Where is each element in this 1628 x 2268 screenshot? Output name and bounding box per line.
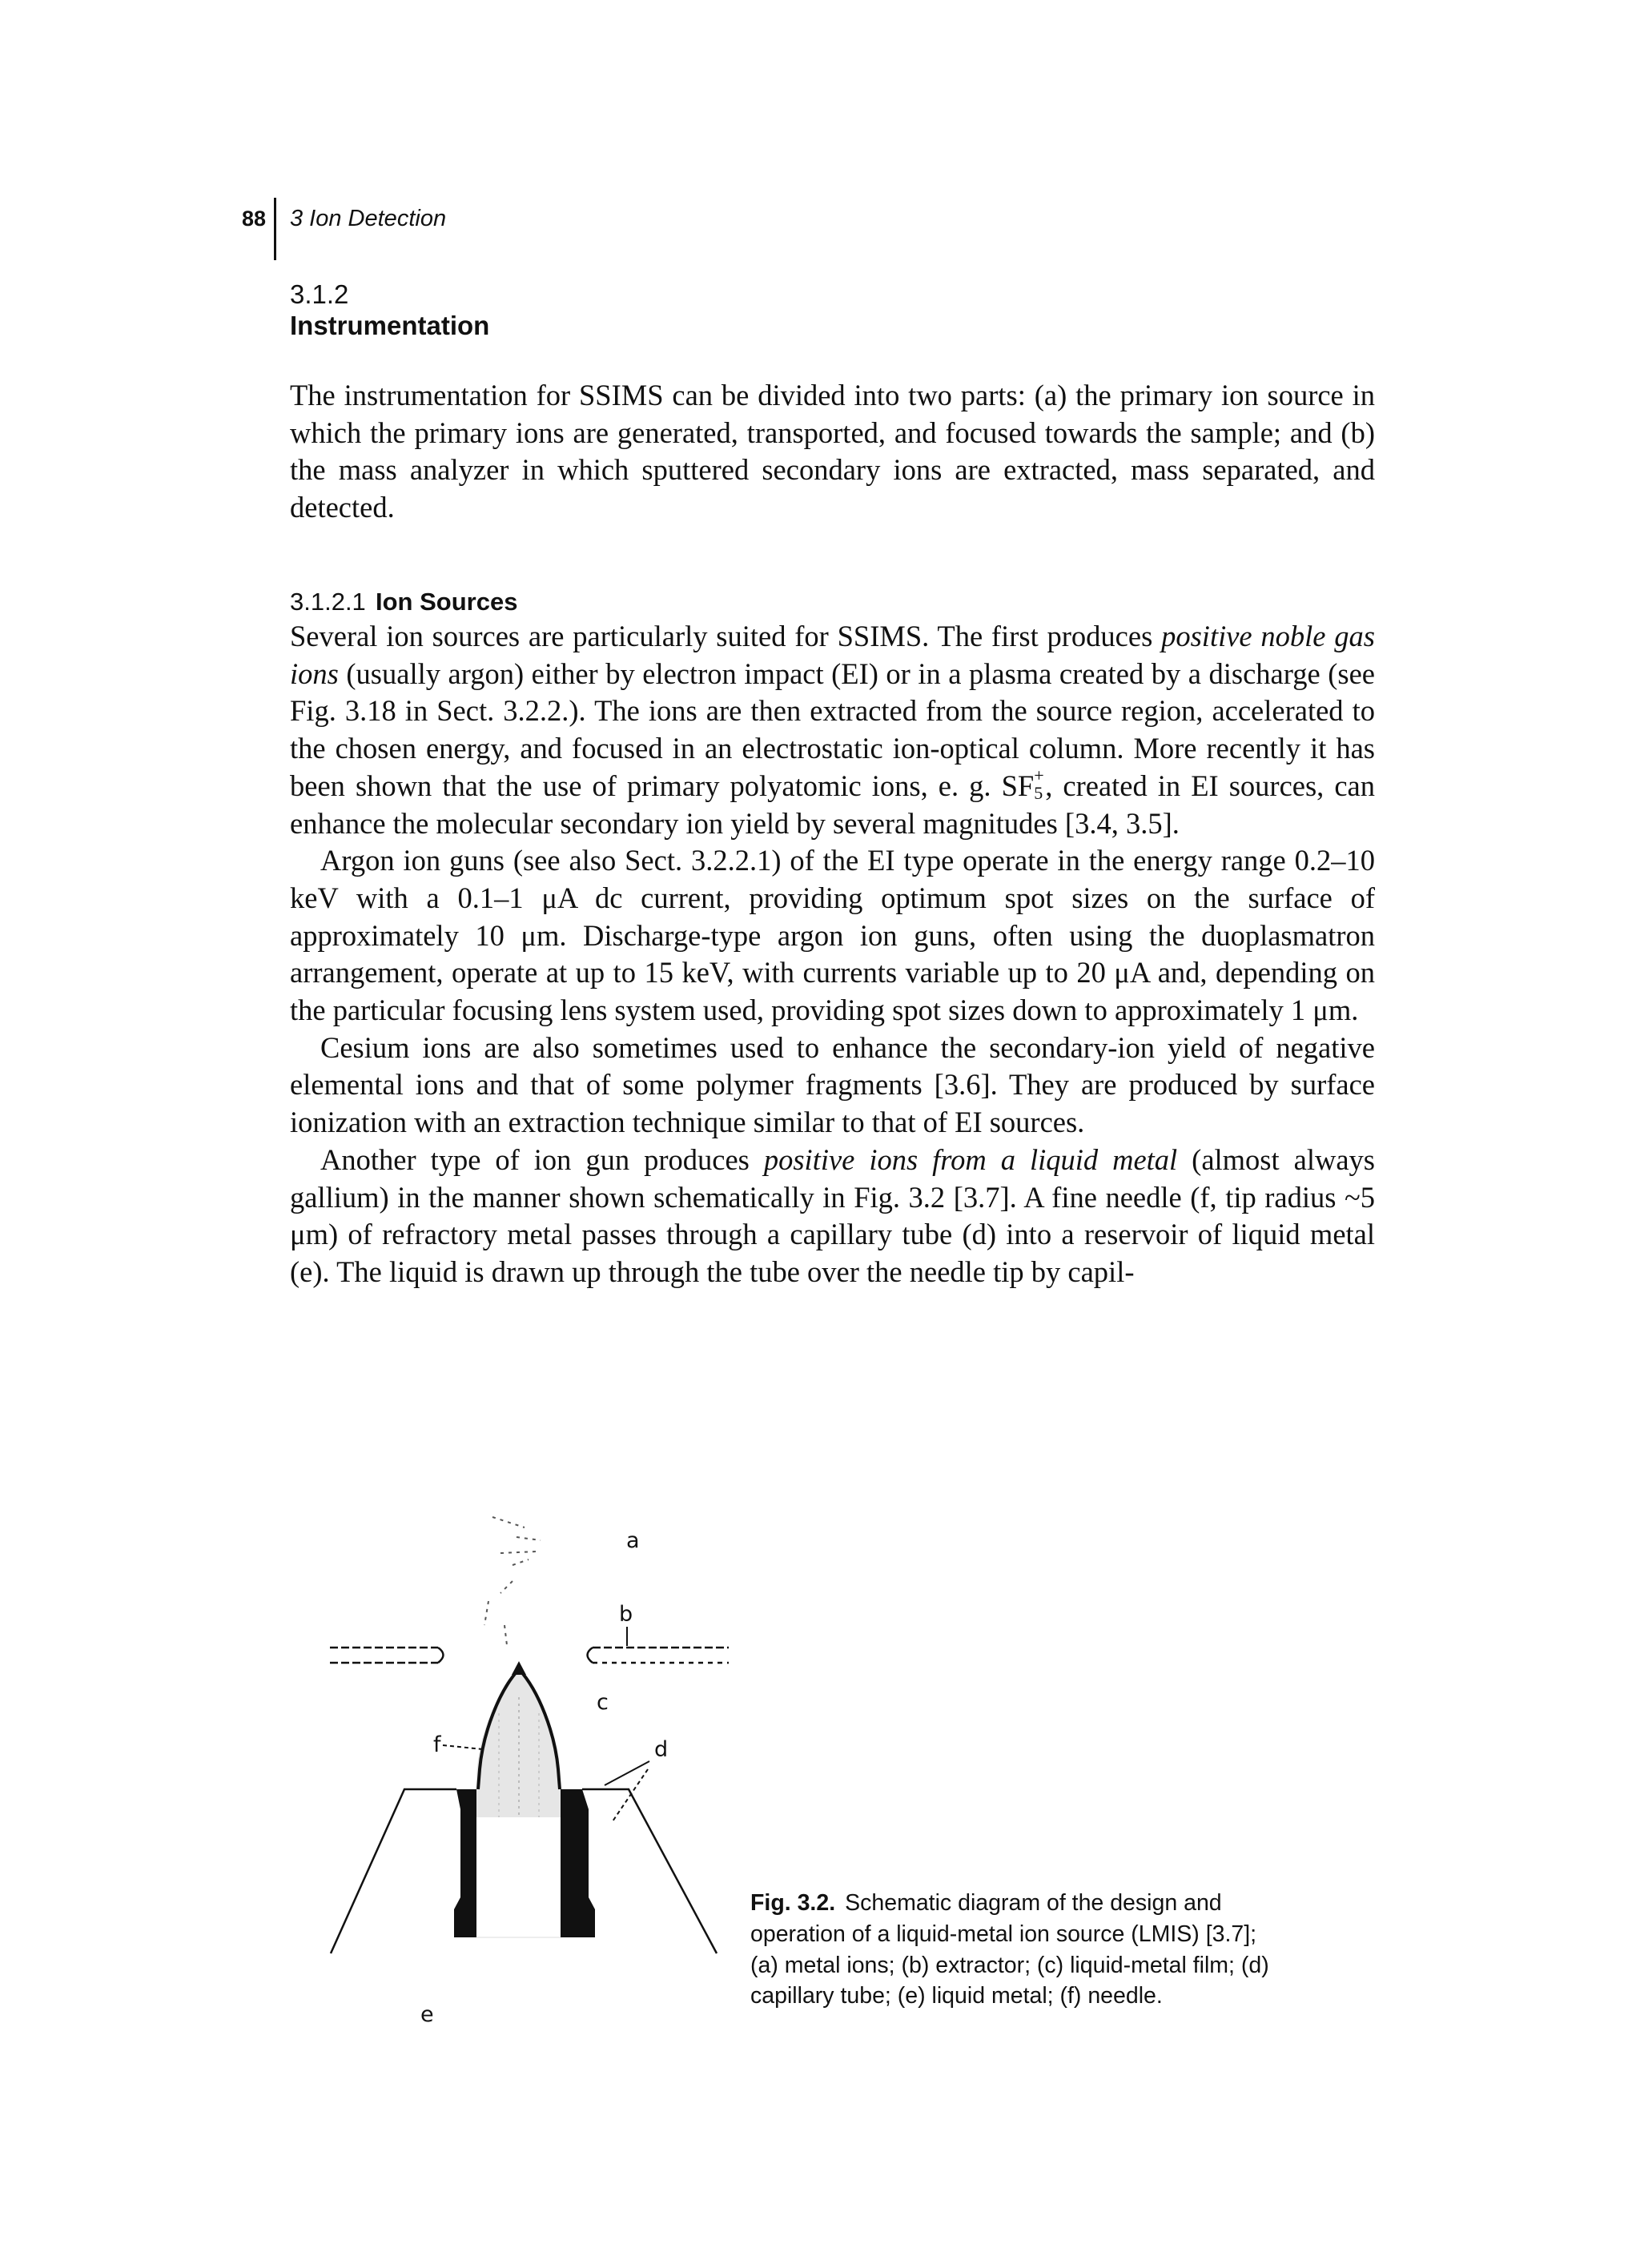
subsection-number: 3.1.2.1	[290, 588, 366, 616]
text-run: Another type of ion gun produces	[320, 1142, 764, 1176]
extractor-right	[586, 1627, 729, 1664]
capillary-tube	[454, 1789, 595, 1938]
leader-d-upper	[604, 1760, 650, 1786]
needle-and-film	[476, 1661, 561, 1817]
paragraph-argon-guns: Argon ion guns (see also Sect. 3.2.2.1) …	[290, 844, 1375, 1027]
chapter-title: 3 Ion Detection	[290, 206, 447, 231]
ion-sources-text: Several ion sources are particularly sui…	[290, 618, 1375, 1291]
paragraph-liquid-metal: Another type of ion gun produces positiv…	[290, 1142, 1375, 1291]
section-number: 3.1.2	[290, 279, 349, 309]
text-run: , created in EI sources, can enhance the…	[290, 769, 1375, 840]
label-d: d	[654, 1737, 668, 1762]
emphasis-text: positive noble gas ions	[290, 620, 1376, 690]
intro-paragraph: The instrumentation for SSIMS can be div…	[290, 379, 1375, 524]
intro-paragraph-block: The instrumentation for SSIMS can be div…	[290, 377, 1375, 527]
leader-f	[442, 1744, 484, 1750]
emphasis-text: positive ions from a liquid metal	[763, 1142, 1178, 1176]
subscript-five: 5	[1034, 782, 1043, 803]
sf5-formula-indices: +5	[1034, 766, 1045, 801]
figure-id: Fig. 3.2.	[750, 1890, 836, 1916]
text-run: (almost always gallium) in the manner sh…	[290, 1142, 1375, 1288]
lmis-diagram: a b c	[329, 1516, 729, 2025]
text-run: Several ion sources are particularly sui…	[290, 620, 1162, 652]
label-b: b	[619, 1602, 633, 1627]
figure-caption-text: Schematic diagram of the design and oper…	[750, 1890, 1269, 2009]
reservoir-walls	[329, 1788, 718, 1954]
extractor-left	[330, 1646, 444, 1664]
label-c: c	[597, 1690, 609, 1715]
lmis-schematic-figure: a b c	[284, 1505, 749, 2025]
metal-ions-spray	[484, 1516, 541, 1646]
subsection-title: Ion Sources	[376, 588, 518, 616]
running-head-rule	[274, 198, 276, 260]
leader-d-lower	[612, 1768, 649, 1822]
label-a: a	[626, 1528, 640, 1553]
paragraph-noble-gas: Several ion sources are particularly sui…	[290, 618, 1375, 842]
figure-caption: Fig. 3.2.Schematic diagram of the design…	[750, 1888, 1283, 2012]
label-e: e	[420, 2002, 434, 2025]
label-f: f	[433, 1732, 442, 1757]
page-number: 88	[241, 207, 266, 231]
subsection-heading: 3.1.2.1 Ion Sources	[290, 586, 517, 618]
section-title: Instrumentation	[290, 311, 490, 340]
paragraph-cesium: Cesium ions are also sometimes used to e…	[290, 1030, 1375, 1139]
text-run: (usually argon) either by electron impac…	[290, 656, 1375, 802]
superscript-charge: +	[1034, 765, 1044, 785]
